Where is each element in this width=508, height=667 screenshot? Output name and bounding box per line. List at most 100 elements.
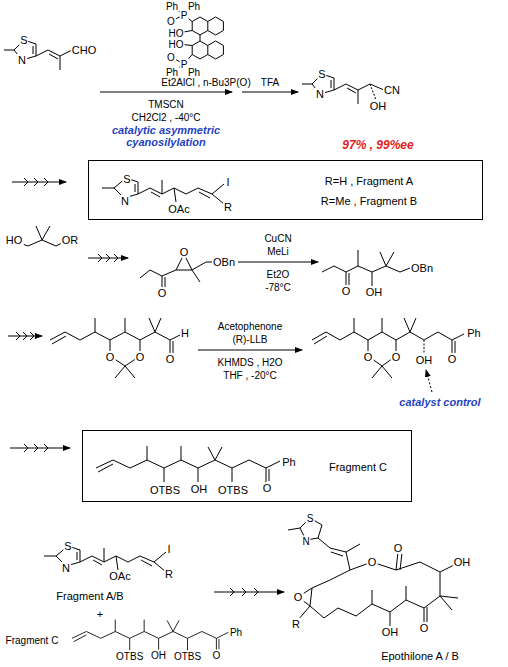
- atom-label: Ph: [187, 1, 201, 12]
- atom-label: R: [164, 568, 174, 580]
- atom-label: O: [105, 351, 116, 363]
- atom-label: OTBS: [217, 484, 249, 496]
- reagent-text: +: [97, 608, 103, 620]
- structure-copy: [34, 444, 38, 452]
- atom-label: I: [166, 543, 171, 555]
- bond-line: [4, 50, 14, 51]
- annotation: catalytic asymmetric cyanosilylation: [104, 124, 229, 148]
- atom-label: I: [225, 176, 230, 188]
- bond-line: [95, 318, 96, 332]
- bond-line: [42, 226, 50, 240]
- bond-line: [50, 332, 170, 340]
- atom-label: OH: [381, 626, 400, 638]
- bond-line: [208, 17, 224, 35]
- bond-line: [372, 366, 382, 378]
- bond-line: [406, 586, 407, 600]
- bond-line: [125, 366, 135, 378]
- bond-line: [354, 318, 355, 332]
- structure-copy: [23, 332, 27, 340]
- structure-copy: [24, 178, 28, 186]
- structure-copy: [242, 588, 246, 596]
- atom-label: S: [19, 34, 28, 46]
- bond-line: [312, 332, 464, 340]
- bond-line: [349, 273, 350, 285]
- reagent-text: MeLi: [267, 246, 289, 257]
- reagent-text: Acetophenone: [218, 321, 283, 332]
- bond-line: [322, 266, 410, 272]
- bond-line: [455, 341, 456, 353]
- atom-label: Ph: [187, 67, 201, 78]
- bond-line: [173, 341, 174, 353]
- reagent-text: Et2O: [267, 269, 290, 280]
- atom-label: Ph: [229, 627, 243, 638]
- structure-copy: [106, 254, 110, 262]
- bond-line: [346, 544, 360, 552]
- bond-line: [242, 92, 298, 93]
- bond-line: [424, 340, 425, 354]
- atom-label: Ph: [281, 456, 296, 468]
- bond-line: [192, 270, 200, 282]
- reagent-text: -78°C: [265, 282, 291, 293]
- structure-copy: [114, 254, 118, 262]
- bond-line: [370, 84, 376, 100]
- structure-copy: [30, 332, 34, 340]
- bond-line: [165, 277, 166, 287]
- fragment-name: R=H , Fragment A: [324, 175, 414, 187]
- bond-line: [331, 552, 343, 556]
- atom-label: HO: [168, 28, 185, 39]
- fragment-name: R=Me , Fragment B: [320, 195, 418, 207]
- atom-label: Ph: [165, 1, 179, 12]
- bond-line: [192, 17, 208, 35]
- bond-line: [410, 318, 416, 332]
- reagent-text: TFA: [261, 77, 279, 88]
- bond-line: [346, 272, 347, 286]
- bond-line: [440, 596, 452, 610]
- atom-label: O: [367, 556, 378, 568]
- atom-label: OTBS: [173, 651, 202, 662]
- structure-copy: [230, 588, 234, 596]
- bond-line: [60, 56, 61, 70]
- atom-label: OH: [369, 100, 388, 112]
- reagent-text: Epothilone A / B: [381, 650, 459, 662]
- bond-line: [302, 84, 312, 85]
- atom-label: OAc: [108, 570, 131, 582]
- bond-line: [331, 80, 332, 88]
- bond-line: [426, 370, 432, 392]
- atom-label: H: [180, 327, 190, 339]
- atom-label: O: [363, 351, 374, 363]
- atom-label: R: [291, 618, 301, 630]
- structure-copy: [34, 178, 38, 186]
- bond-line: [20, 240, 64, 246]
- bond-line: [358, 250, 359, 266]
- atom-label: P: [180, 10, 189, 21]
- atom-label: OH: [365, 286, 384, 298]
- structure-copy: [16, 332, 20, 340]
- atom-label: O: [166, 52, 176, 63]
- structure-copy: [96, 446, 280, 482]
- bond-line: [125, 318, 126, 332]
- atom-label: N: [120, 195, 130, 207]
- atom-label: S: [63, 540, 72, 552]
- bond-line: [238, 262, 318, 263]
- atom-label: N: [315, 88, 325, 100]
- bond-line: [452, 340, 453, 354]
- bond-line: [10, 448, 70, 449]
- atom-label: N: [17, 54, 27, 66]
- bond-line: [400, 553, 402, 570]
- atom-label: O: [179, 246, 190, 258]
- atom-label: O: [135, 351, 146, 363]
- atom-label: S: [306, 513, 315, 524]
- atom-label: O: [393, 542, 404, 554]
- bond-line: [115, 366, 125, 378]
- atom-label: S: [317, 68, 326, 80]
- fragment-name: Fragment C: [328, 461, 388, 473]
- structure-copy: [44, 444, 48, 452]
- bond-line: [380, 252, 386, 266]
- atom-label: CHO: [71, 44, 97, 56]
- atom-label: OBn: [410, 262, 434, 274]
- atom-label: OR: [61, 234, 80, 246]
- yield-label: 97% , 99%ee: [342, 139, 413, 152]
- bond-line: [208, 17, 216, 22]
- bond-line: [198, 350, 302, 351]
- bond-line: [318, 538, 350, 570]
